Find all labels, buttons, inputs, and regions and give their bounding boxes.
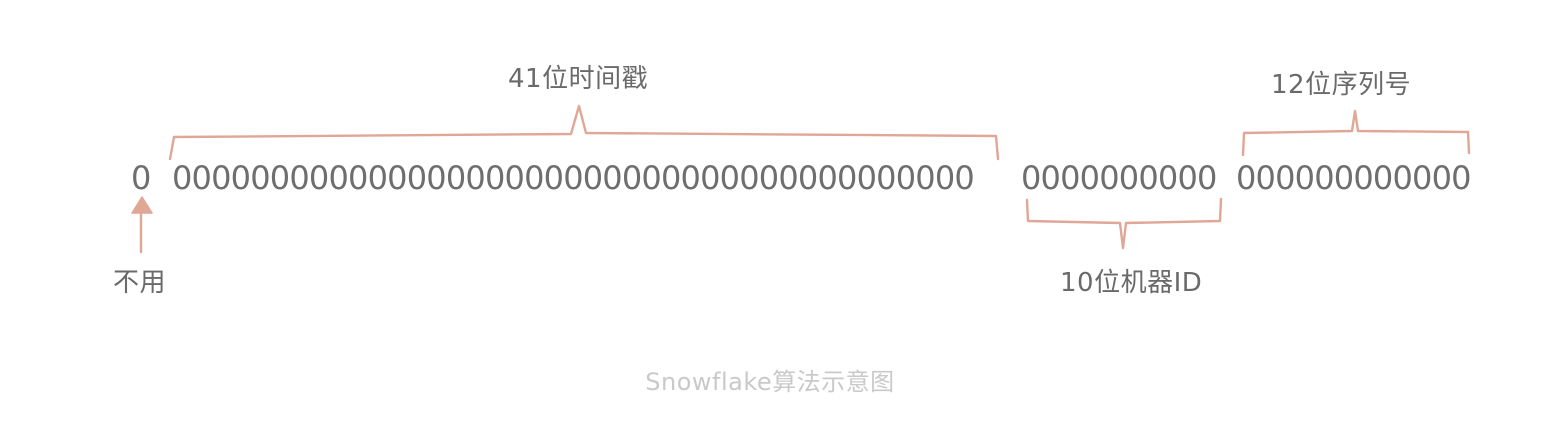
sequence-bits: 000000000000: [1236, 159, 1472, 197]
machine-id-label: 10位机器ID: [1060, 268, 1203, 298]
sign-arrow-icon: [131, 196, 153, 254]
machine-id-bits: 0000000000: [1021, 159, 1217, 197]
sign-label: 不用: [113, 268, 167, 298]
sign-bit: 0: [131, 159, 151, 197]
timestamp-label: 41位时间戳: [508, 64, 649, 94]
sequence-bracket: [1241, 109, 1471, 157]
sequence-label: 12位序列号: [1271, 70, 1412, 100]
diagram-caption: Snowflake算法示意图: [645, 368, 895, 396]
machine-bracket: [1025, 197, 1223, 250]
timestamp-bits: 0000000000000000000000000000000000000000…: [172, 159, 975, 197]
timestamp-bracket: [168, 104, 1000, 161]
